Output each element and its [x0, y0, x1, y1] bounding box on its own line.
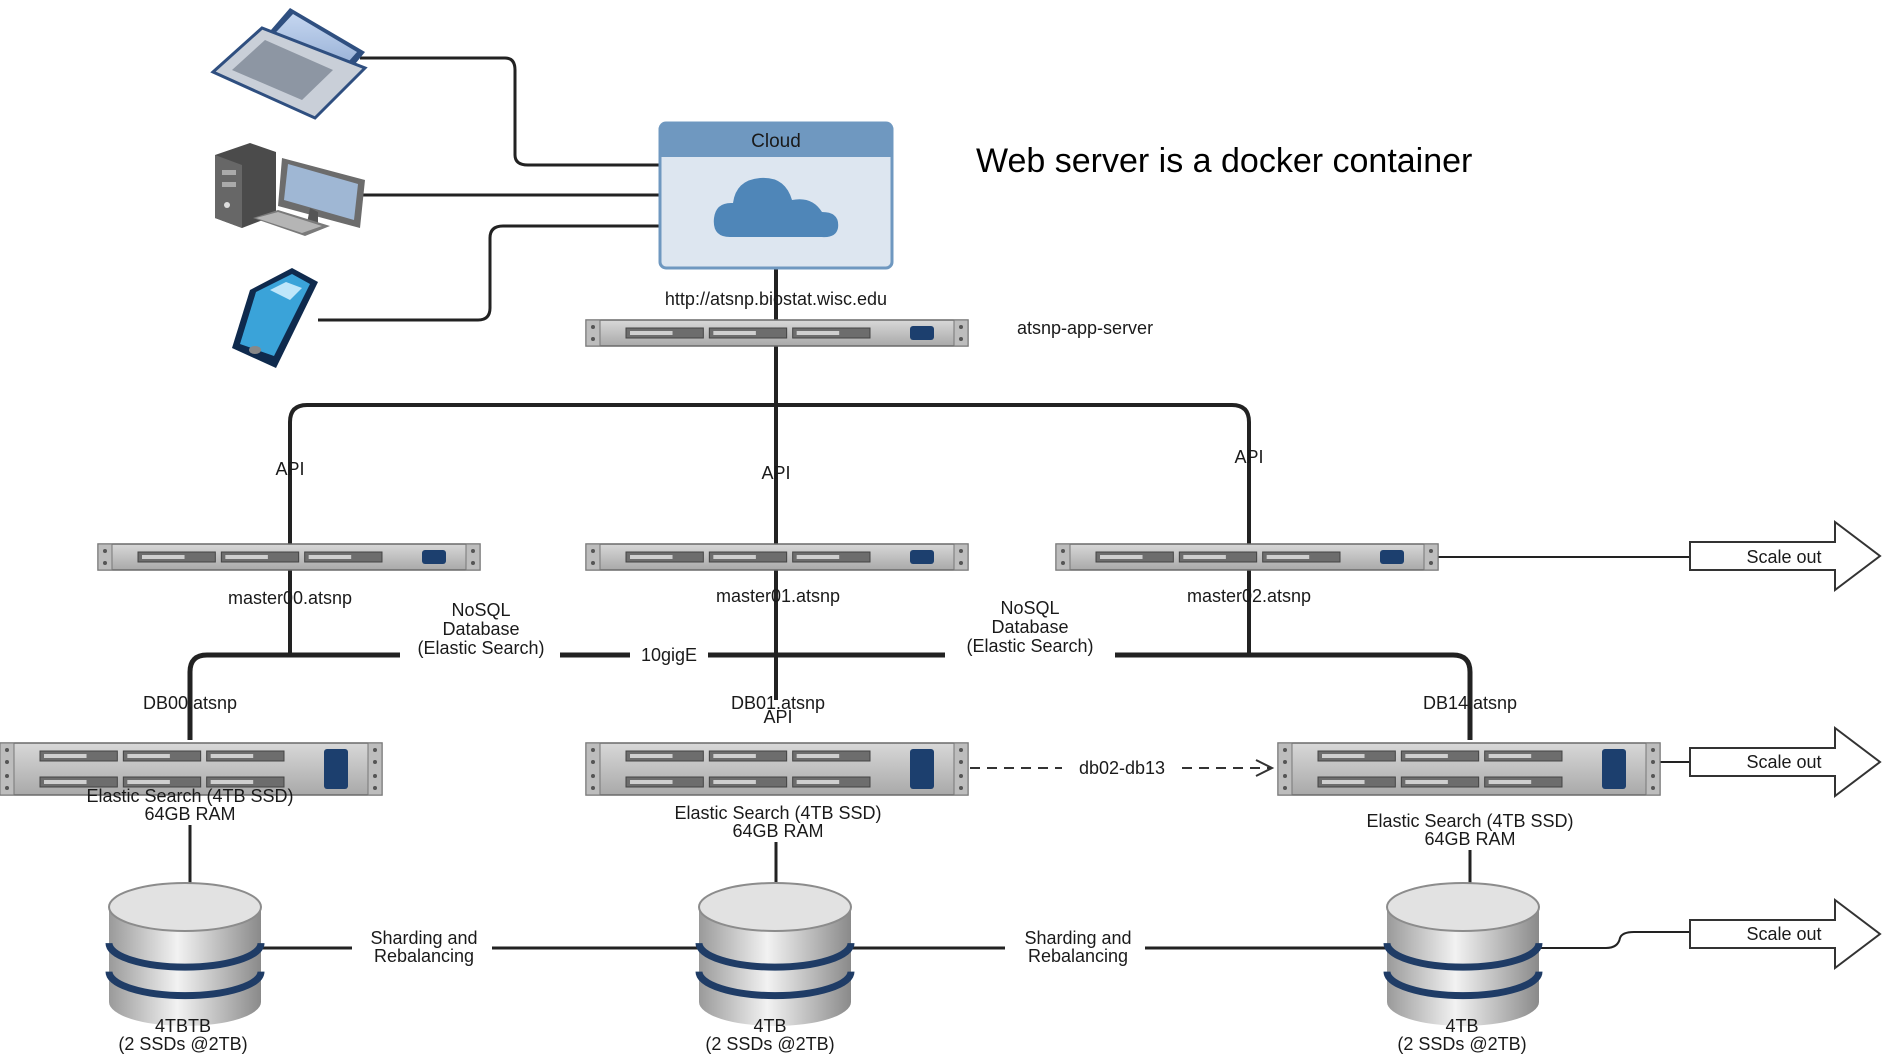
scale-out-arrow-2: Scale out: [1689, 725, 1882, 799]
cloud-url: http://atsnp.biostat.wisc.edu: [665, 289, 887, 309]
network-backbone-right: [1115, 652, 1473, 740]
master-label: master00.atsnp: [228, 588, 352, 608]
rack-servers: [0, 319, 1661, 796]
api-label: API: [1234, 447, 1263, 467]
nosql-label: (Elastic Search): [966, 636, 1093, 656]
db-range-label: db02-db13: [1079, 758, 1165, 778]
storage-label: 4TB: [753, 1016, 786, 1036]
nosql-label: (Elastic Search): [417, 638, 544, 658]
db-name-label: DB01.atsnp: [731, 693, 825, 713]
db-name-label: DB00.atsnp: [143, 693, 237, 713]
db-spec-label: Elastic Search (4TB SSD): [86, 786, 293, 806]
rack-server-app: [585, 319, 969, 347]
storage-cylinders: [105, 882, 1543, 1026]
scaleout-link-3: [1538, 931, 1690, 949]
master-label: master02.atsnp: [1187, 586, 1311, 606]
api-label: API: [763, 707, 792, 727]
nosql-label: Database: [442, 619, 519, 639]
arrow-head: [1255, 759, 1275, 777]
sharding-label: Sharding and: [1024, 928, 1131, 948]
db-spec-label: 64GB RAM: [1424, 829, 1515, 849]
connection-lines: [187, 56, 1690, 950]
storage-label: (2 SSDs @2TB): [705, 1034, 834, 1054]
api-label: API: [761, 463, 790, 483]
rack-server-master02: [1055, 543, 1439, 571]
sharding-label: Sharding and: [370, 928, 477, 948]
rack-server-db01: [585, 742, 969, 796]
scale-out-label: Scale out: [1746, 924, 1821, 944]
scale-out-arrow-1: Scale out: [1689, 519, 1882, 593]
storage-cylinder-2: [695, 882, 855, 1026]
docker-note: Web server is a docker container: [976, 142, 1472, 180]
app-server-label: atsnp-app-server: [1017, 318, 1153, 338]
rack-server-db14: [1277, 742, 1661, 796]
scale-out-arrow-3: Scale out: [1689, 897, 1882, 971]
rack-server-master01: [585, 543, 969, 571]
storage-label: 4TBTB: [155, 1016, 211, 1036]
nosql-label: Database: [991, 617, 1068, 637]
db-spec-label: Elastic Search (4TB SSD): [674, 803, 881, 823]
storage-label: 4TB: [1445, 1016, 1478, 1036]
scale-out-label: Scale out: [1746, 547, 1821, 567]
master-label: master01.atsnp: [716, 586, 840, 606]
scale-out-label: Scale out: [1746, 752, 1821, 772]
desktop-computer-icon: [215, 143, 365, 236]
rack-server-master00: [97, 543, 481, 571]
sharding-label: Rebalancing: [1028, 946, 1128, 966]
db-spec-label: 64GB RAM: [144, 804, 235, 824]
sharding-label: Rebalancing: [374, 946, 474, 966]
smartphone-icon: [232, 268, 318, 368]
cloud-title: Cloud: [751, 131, 801, 152]
link-phone-cloud: [318, 224, 660, 322]
db-name-label: DB14.atsnp: [1423, 693, 1517, 713]
link-laptop-cloud: [360, 56, 660, 167]
cloud-box: Cloud: [658, 121, 894, 270]
nosql-label: NoSQL: [451, 600, 510, 620]
db-spec-label: Elastic Search (4TB SSD): [1366, 811, 1573, 831]
network-label: 10gigE: [641, 645, 697, 665]
api-label: API: [275, 459, 304, 479]
storage-label: (2 SSDs @2TB): [1397, 1034, 1526, 1054]
network-backbone-left: [187, 652, 400, 740]
nosql-label: NoSQL: [1000, 598, 1059, 618]
laptop-icon: [210, 8, 368, 120]
db-range-link: [970, 759, 1275, 777]
rack-server-db00: [0, 742, 383, 796]
storage-cylinder-3: [1383, 882, 1543, 1026]
storage-cylinder-1: [105, 882, 265, 1026]
api-bus: [288, 403, 1251, 548]
cloud-icon: [713, 177, 839, 238]
db-spec-label: 64GB RAM: [732, 821, 823, 841]
storage-label: (2 SSDs @2TB): [118, 1034, 247, 1054]
